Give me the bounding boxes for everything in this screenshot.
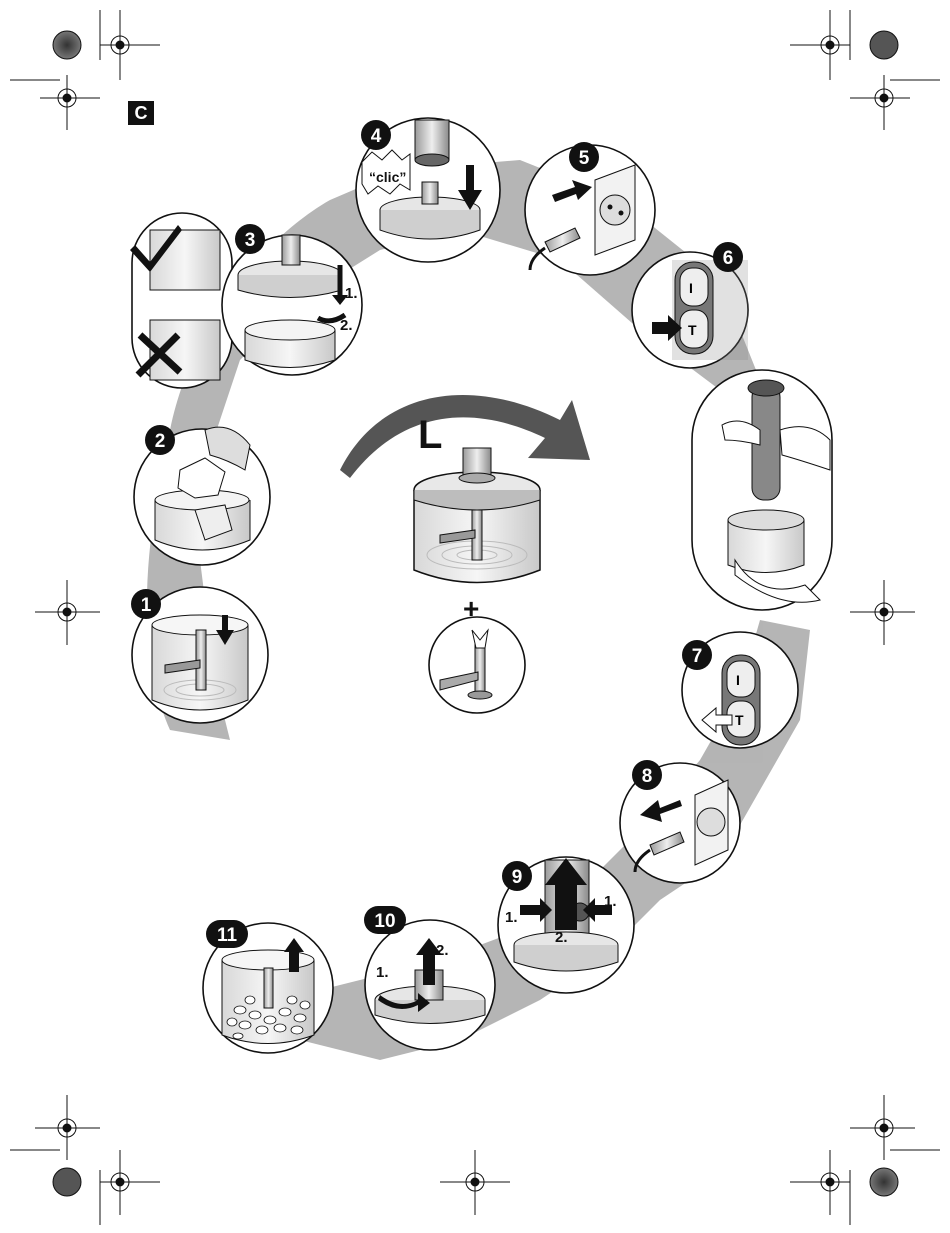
crosshair-top-right-2 <box>850 75 910 130</box>
step-9-label-1b: 1. <box>604 893 617 910</box>
step-8-badge: 8 <box>632 760 662 790</box>
step-1-badge: 1 <box>131 589 161 619</box>
step-3-badge: 3 <box>235 224 265 254</box>
step-4-badge: 4 <box>361 120 391 150</box>
crosshair-top-right <box>790 10 850 80</box>
clic-label: “clic” <box>369 169 406 185</box>
crosshair-bottom-right <box>790 1150 850 1215</box>
svg-text:1: 1 <box>141 595 152 616</box>
svg-text:9: 9 <box>512 867 523 888</box>
speed-label: L <box>418 413 442 457</box>
crosshair-mid-left <box>35 580 100 645</box>
step-9-label-2: 2. <box>555 929 568 946</box>
step-10-label-2: 2. <box>436 942 449 959</box>
svg-text:5: 5 <box>579 148 590 169</box>
svg-text:10: 10 <box>374 911 395 932</box>
crosshair-top-left <box>100 10 160 80</box>
step-10-badge: 10 <box>364 906 406 934</box>
switch-7-bottom-symbol: T <box>735 712 744 728</box>
switch-7-top-symbol: I <box>736 672 740 688</box>
step-1-content <box>152 615 248 710</box>
crosshair-top-left-2 <box>40 75 100 130</box>
svg-text:6: 6 <box>723 248 734 269</box>
step-10-label-1: 1. <box>376 964 389 981</box>
crosshair-mid-right <box>850 580 915 645</box>
step-9-badge: 9 <box>502 861 532 891</box>
svg-text:4: 4 <box>371 126 382 147</box>
switch-bottom-symbol: T <box>688 322 697 338</box>
step-3-label-1: 1. <box>345 285 358 302</box>
svg-text:7: 7 <box>692 646 703 667</box>
step-11-content <box>222 938 314 1044</box>
svg-text:11: 11 <box>217 925 238 946</box>
switch-top-symbol: I <box>689 280 693 296</box>
crosshair-bottom-left-2 <box>100 1150 160 1215</box>
plus-symbol: + <box>463 593 479 624</box>
crosshair-bottom-center <box>440 1150 510 1215</box>
svg-text:2: 2 <box>155 431 166 452</box>
svg-text:3: 3 <box>245 230 256 251</box>
svg-text:8: 8 <box>642 766 653 787</box>
step-2-badge: 2 <box>145 425 175 455</box>
center-chopper: L + <box>414 413 540 624</box>
step-11-badge: 11 <box>206 920 248 948</box>
step-7-badge: 7 <box>682 640 712 670</box>
step-6-badge: 6 <box>713 242 743 272</box>
step-3-label-2: 2. <box>340 317 353 334</box>
step-9-label-1a: 1. <box>505 909 518 926</box>
step-5-badge: 5 <box>569 142 599 172</box>
